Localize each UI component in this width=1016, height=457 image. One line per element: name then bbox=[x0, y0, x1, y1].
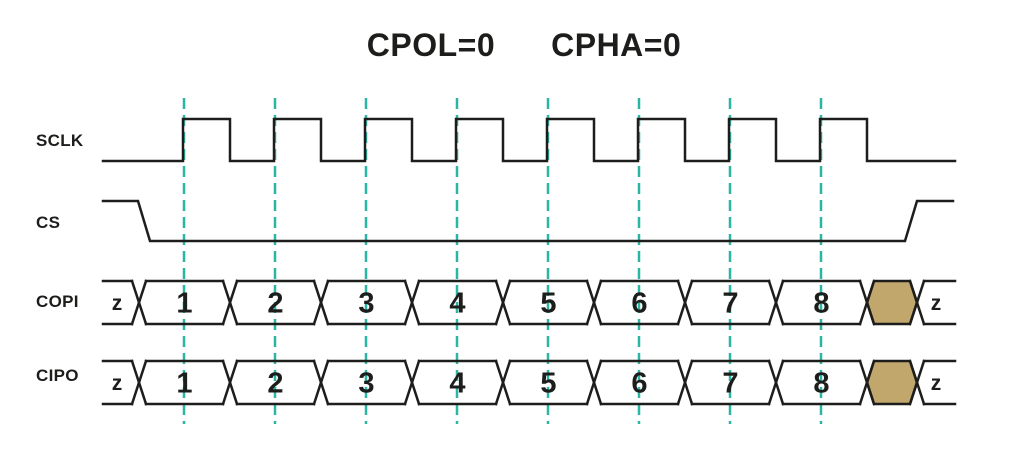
copi-bit-label: 4 bbox=[449, 288, 465, 320]
sclk-waveform bbox=[101, 117, 957, 163]
cipo-idle-end-label: z bbox=[931, 372, 942, 395]
copi-idle-end-label: z bbox=[931, 292, 942, 315]
copi-bit-label: 8 bbox=[813, 288, 829, 320]
bit-transition-x bbox=[312, 279, 330, 326]
bit-transition-x bbox=[130, 359, 148, 406]
bit-transition-x bbox=[585, 279, 603, 326]
diagram-title: CPOL=0 CPHA=0 bbox=[16, 27, 1016, 64]
bit-transition-x bbox=[585, 359, 603, 406]
cipo-bit-label: 2 bbox=[267, 368, 283, 400]
cipo-bit-label: 6 bbox=[631, 368, 647, 400]
bit-transition-x bbox=[858, 359, 876, 406]
bit-transition-x bbox=[767, 279, 785, 326]
bit-transition-x bbox=[221, 279, 239, 326]
bit-transition-x bbox=[494, 279, 512, 326]
copi-waveform: z z 1 2 3 4 5 6 7 8 bbox=[101, 279, 957, 326]
cpha-setting-label: CPHA=0 bbox=[551, 27, 682, 63]
copi-bit-label: 7 bbox=[722, 288, 738, 320]
signal-label-copi: COPI bbox=[36, 292, 79, 311]
bit-transition-x bbox=[312, 359, 330, 406]
bit-transition-x bbox=[130, 279, 148, 326]
bit-transition-x bbox=[403, 279, 421, 326]
bit-transition-x bbox=[221, 359, 239, 406]
signal-label-sclk: SCLK bbox=[36, 131, 84, 150]
cipo-bit-label: 8 bbox=[813, 368, 829, 400]
sclk-trace bbox=[101, 117, 957, 163]
copi-bit-label: 6 bbox=[631, 288, 647, 320]
bit-transition-x bbox=[676, 359, 694, 406]
cs-trace bbox=[101, 199, 955, 243]
undefined-state-hexagon bbox=[865, 359, 919, 406]
bit-transition-x bbox=[908, 279, 926, 326]
cipo-bit-label: 1 bbox=[176, 368, 192, 400]
bit-transition-x bbox=[494, 359, 512, 406]
cipo-idle-start-label: z bbox=[112, 372, 123, 395]
copi-bit-label: 5 bbox=[540, 288, 556, 320]
bit-transition-x bbox=[908, 359, 926, 406]
cipo-bit-label: 4 bbox=[449, 368, 465, 400]
signal-label-cipo: CIPO bbox=[36, 366, 79, 385]
bit-transition-x bbox=[858, 279, 876, 326]
bit-transition-x bbox=[767, 359, 785, 406]
bit-transition-x bbox=[676, 279, 694, 326]
cipo-bit-label: 3 bbox=[358, 368, 374, 400]
copi-bit-label: 1 bbox=[176, 288, 192, 320]
copi-idle-start-label: z bbox=[112, 292, 123, 315]
cipo-bit-label: 5 bbox=[540, 368, 556, 400]
bit-transition-x bbox=[403, 359, 421, 406]
cipo-bit-label: 7 bbox=[722, 368, 738, 400]
cs-waveform bbox=[101, 199, 955, 243]
copi-bit-label: 3 bbox=[358, 288, 374, 320]
signal-label-cs: CS bbox=[36, 213, 61, 232]
copi-bit-label: 2 bbox=[267, 288, 283, 320]
undefined-state-hexagon bbox=[865, 279, 919, 326]
cipo-waveform: z z 1 2 3 4 5 6 7 8 bbox=[101, 359, 957, 406]
cpol-setting-label: CPOL=0 bbox=[366, 27, 496, 63]
